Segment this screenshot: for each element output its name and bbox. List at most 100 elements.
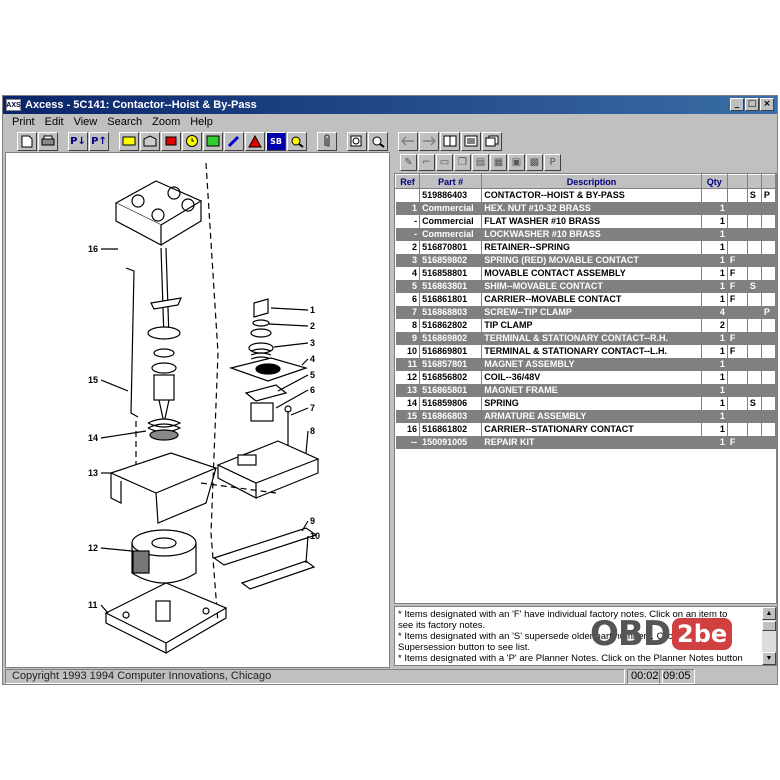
bookmark-icon[interactable]: ▭ — [436, 153, 453, 171]
cell-desc[interactable]: CONTACTOR--HOIST & BY-PASS — [481, 188, 702, 202]
cell-ref[interactable]: 10 — [395, 344, 421, 358]
cell-part[interactable]: 516865801 — [419, 383, 483, 397]
close-button[interactable]: × — [760, 98, 774, 111]
cell-ref[interactable]: 16 — [395, 422, 421, 436]
tools-icon[interactable] — [161, 131, 181, 151]
back-arrow-icon[interactable] — [398, 131, 418, 151]
cell-ref[interactable]: 13 — [395, 383, 421, 397]
menu-edit[interactable]: Edit — [44, 116, 64, 128]
cell-desc[interactable]: LOCKWASHER #10 BRASS — [481, 227, 702, 241]
cell-part[interactable]: 516866803 — [419, 409, 483, 423]
cell-p[interactable] — [761, 292, 777, 306]
cell-f[interactable]: F — [727, 279, 748, 293]
cell-s[interactable] — [747, 214, 762, 228]
cell-s[interactable] — [747, 305, 762, 319]
menu-search[interactable]: Search — [107, 116, 143, 128]
callout-5[interactable]: 5 — [310, 370, 315, 380]
cell-qty[interactable]: 1 — [701, 253, 728, 267]
callout-15[interactable]: 15 — [88, 375, 98, 385]
title-bar[interactable]: AXS Axcess - 5C141: Contactor--Hoist & B… — [3, 96, 777, 114]
cell-s[interactable] — [747, 266, 762, 280]
header-qty[interactable]: Qty — [700, 174, 728, 189]
cell-qty[interactable]: 1 — [701, 383, 728, 397]
cell-p[interactable] — [761, 344, 777, 358]
cell-ref[interactable]: - — [395, 227, 421, 241]
cell-part[interactable]: 519886403 — [419, 188, 483, 202]
scroll-up-icon[interactable]: ▲ — [762, 607, 776, 620]
cell-qty[interactable]: 1 — [701, 227, 728, 241]
cell-ref[interactable]: 14 — [395, 396, 421, 410]
cell-f[interactable] — [727, 370, 748, 384]
cell-desc[interactable]: CARRIER--MOVABLE CONTACT — [481, 292, 702, 306]
cell-f[interactable] — [727, 240, 748, 254]
cell-desc[interactable]: SHIM--MOVABLE CONTACT — [481, 279, 702, 293]
cell-desc[interactable]: MOVABLE CONTACT ASSEMBLY — [481, 266, 702, 280]
cell-s[interactable] — [747, 344, 762, 358]
cell-p[interactable] — [761, 396, 777, 410]
cell-part[interactable]: 516869801 — [419, 344, 483, 358]
cell-p[interactable] — [761, 227, 777, 241]
cell-qty[interactable]: 1 — [701, 331, 728, 345]
cell-p[interactable] — [761, 370, 777, 384]
menu-zoom[interactable]: Zoom — [152, 116, 181, 128]
cell-p[interactable] — [761, 240, 777, 254]
cell-qty[interactable]: 1 — [701, 240, 728, 254]
cell-desc[interactable]: MAGNET ASSEMBLY — [481, 357, 702, 371]
cell-part[interactable]: 516870801 — [419, 240, 483, 254]
cell-s[interactable] — [747, 370, 762, 384]
header-description[interactable]: Description — [481, 174, 702, 189]
cell-f[interactable] — [727, 188, 748, 202]
cell-p[interactable] — [761, 318, 777, 332]
cell-desc[interactable]: ARMATURE ASSEMBLY — [481, 409, 702, 423]
cell-part[interactable]: 516859806 — [419, 396, 483, 410]
options-icon[interactable]: ▩ — [526, 153, 543, 171]
list-view-icon[interactable] — [461, 131, 481, 151]
cell-ref[interactable]: 8 — [395, 318, 421, 332]
cell-ref[interactable]: 3 — [395, 253, 421, 267]
cell-ref[interactable]: 9 — [395, 331, 421, 345]
cell-qty[interactable]: 1 — [701, 357, 728, 371]
callout-12[interactable]: 12 — [88, 543, 98, 553]
cell-p[interactable] — [761, 357, 777, 371]
cell-ref[interactable]: 7 — [395, 305, 421, 319]
cell-f[interactable] — [727, 305, 748, 319]
zoom-in-icon[interactable] — [347, 131, 367, 151]
copy-window-icon[interactable] — [482, 131, 502, 151]
new-document-icon[interactable] — [17, 131, 37, 151]
cell-f[interactable] — [727, 318, 748, 332]
menu-print[interactable]: Print — [12, 116, 35, 128]
cell-desc[interactable]: RETAINER--SPRING — [481, 240, 702, 254]
cell-s[interactable] — [747, 201, 762, 215]
cell-qty[interactable]: 1 — [701, 409, 728, 423]
notes-scrollbar[interactable]: ▲ ▼ — [762, 607, 776, 665]
menu-view[interactable]: View — [73, 116, 98, 128]
paperclip-icon[interactable] — [317, 131, 337, 151]
cell-ref[interactable]: 1 — [395, 201, 421, 215]
cell-part[interactable]: 516869802 — [419, 331, 483, 345]
maximize-button[interactable]: □ — [745, 98, 759, 111]
cell-s[interactable] — [747, 331, 762, 345]
callout-6[interactable]: 6 — [310, 385, 315, 395]
callout-11[interactable]: 11 — [88, 600, 98, 610]
cell-desc[interactable]: SPRING — [481, 396, 702, 410]
cell-ref[interactable]: 15 — [395, 409, 421, 423]
cell-f[interactable] — [727, 201, 748, 215]
cell-part[interactable]: Commercial — [419, 227, 483, 241]
callout-14[interactable]: 14 — [88, 433, 98, 443]
cell-f[interactable]: F — [727, 266, 748, 280]
edit-note-icon[interactable]: ✎ — [400, 153, 417, 171]
cell-p[interactable] — [761, 201, 777, 215]
cell-p[interactable] — [761, 253, 777, 267]
exploded-parts-diagram[interactable]: 16 15 14 13 12 11 1 2 3 4 5 6 7 8 9 10 — [5, 152, 390, 668]
cell-part[interactable]: 516856802 — [419, 370, 483, 384]
header-part-number[interactable]: Part # — [419, 174, 483, 189]
